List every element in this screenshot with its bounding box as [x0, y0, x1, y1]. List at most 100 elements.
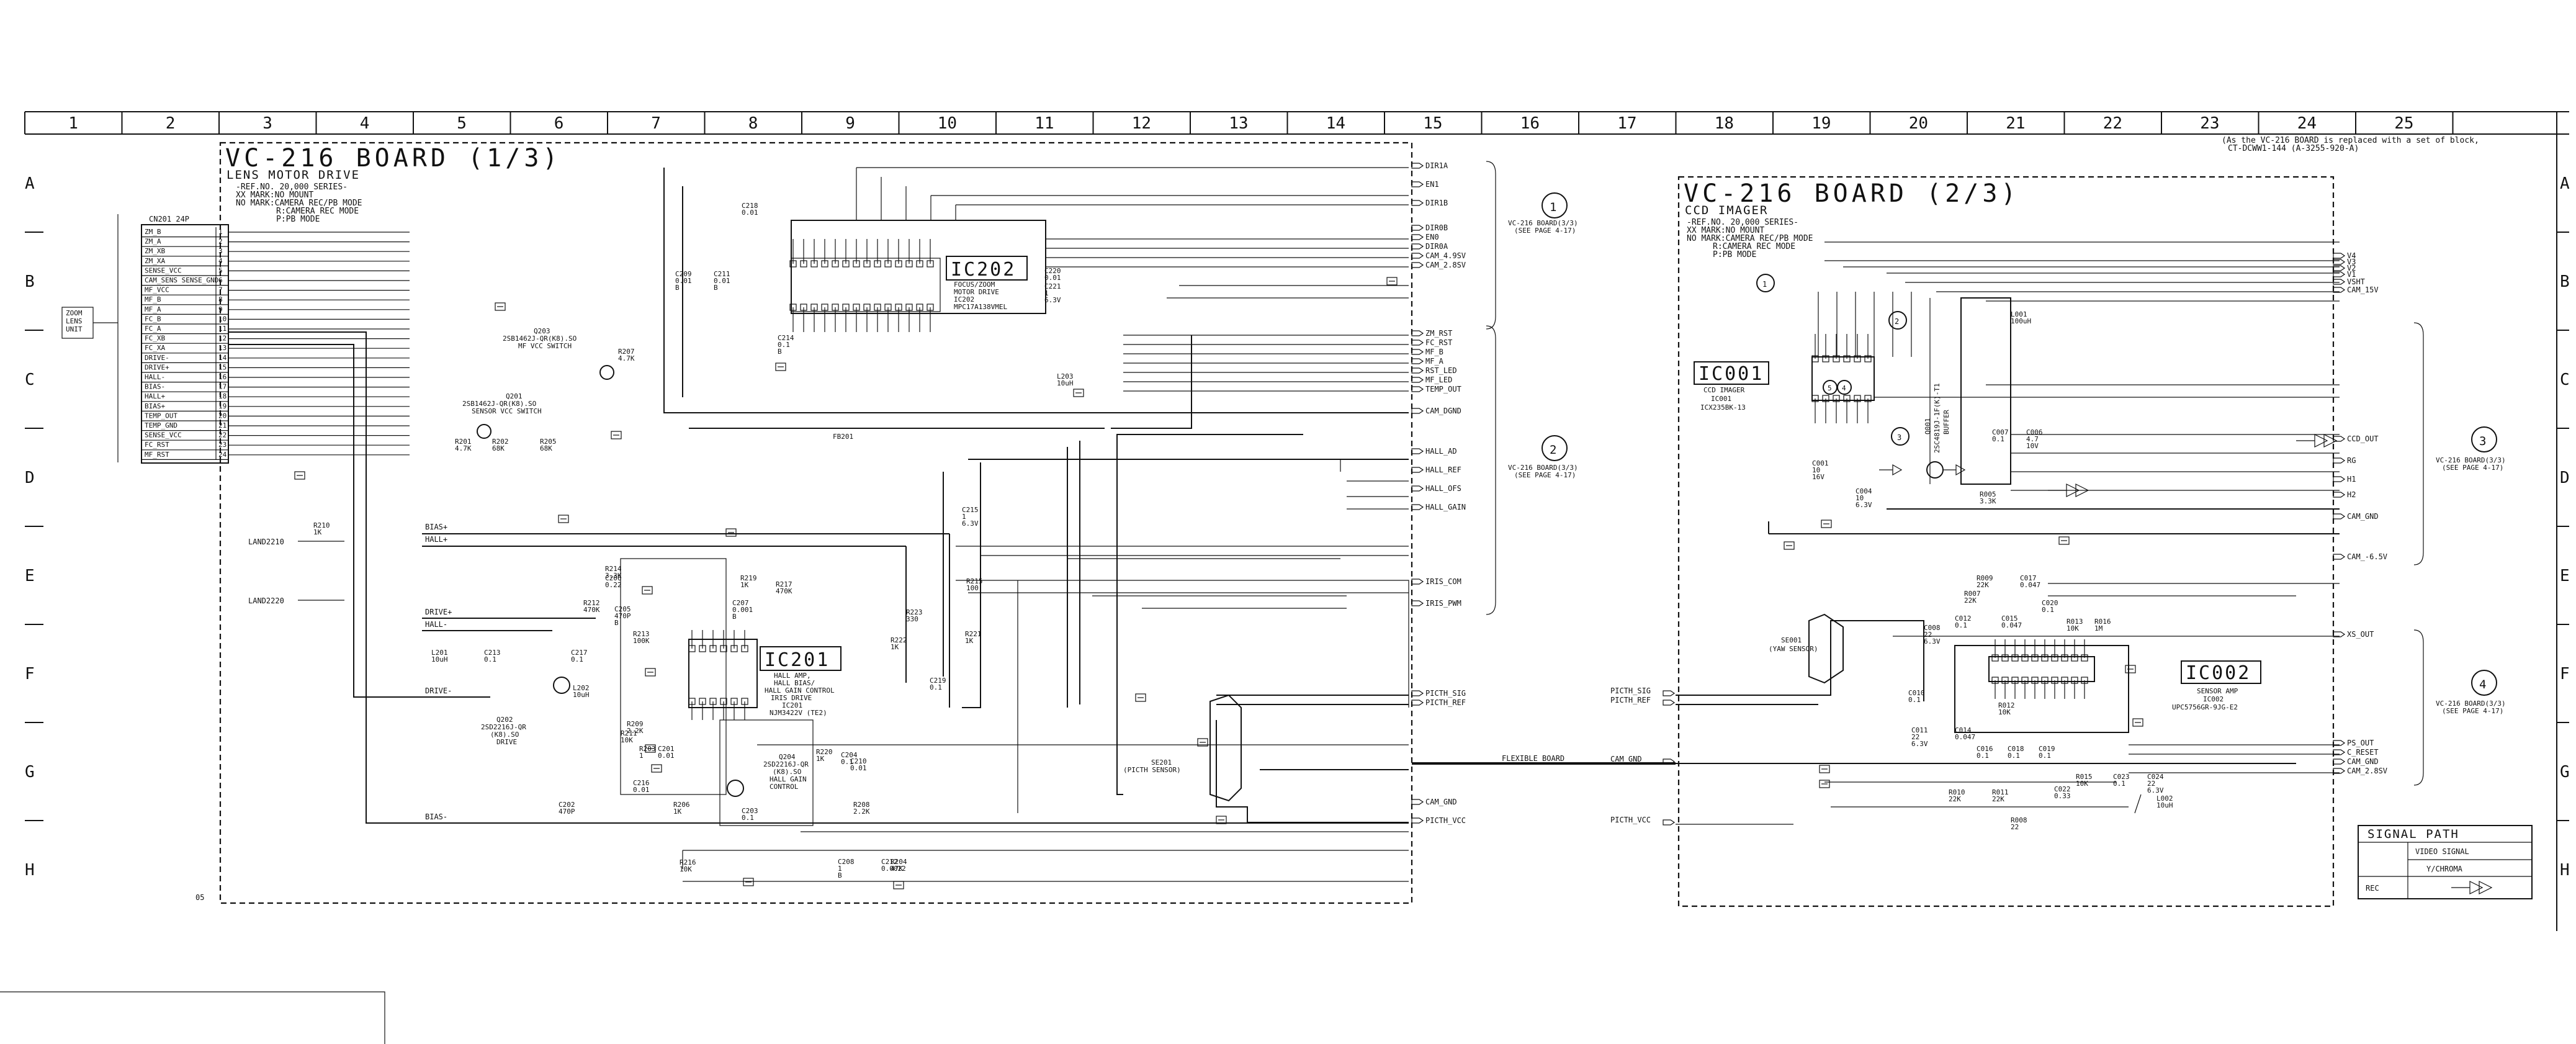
svg-text:2SD2216J-QR: 2SD2216J-QR: [763, 760, 809, 768]
boxed-marker: [1819, 780, 1830, 788]
ic002-label: IC002: [2186, 662, 2251, 684]
component-label: 68K: [540, 444, 552, 452]
cn201-pin-number: 13: [218, 344, 227, 352]
signal-arrows: [1879, 434, 2338, 497]
grid-column-label: 23: [2200, 114, 2219, 133]
component-label: C012: [1955, 614, 1972, 623]
ic001-block: IC001 CCD IMAGER IC001 ICX235BK-13: [1694, 297, 2011, 485]
cn201-pin-number: 17: [218, 383, 227, 391]
svg-text:5: 5: [1828, 384, 1832, 392]
cn201-pin-number: 18: [218, 392, 227, 400]
component-label: C020: [2042, 599, 2058, 607]
component-label: R217: [776, 580, 792, 588]
boxed-marker: [294, 471, 305, 480]
board1-components: C2180.01C2090.01BC2110.01BC2140.1BC2200.…: [313, 202, 1074, 880]
grid-row-label: E: [2560, 567, 2570, 585]
component-label: 0.1: [2008, 752, 2020, 760]
board1-output-label: CAM_DGND: [1425, 407, 1461, 415]
ic002-block: IC002 SENSOR AMP IC002 UPC5756GR-9JG-E2: [1954, 639, 2261, 733]
cn201-pin-label: TEMP_OUT: [145, 412, 177, 420]
board2-output-label: V4: [2347, 251, 2356, 260]
component-label: C209: [675, 270, 692, 278]
cn201-pin-number: 22: [218, 431, 227, 439]
component-label: R205: [540, 438, 557, 446]
signal-label: DRIVE+: [425, 608, 452, 616]
component-label: R206: [673, 801, 690, 809]
svg-text:(YAW SENSOR): (YAW SENSOR): [1769, 645, 1818, 653]
signal-path-subheader: Y/CHROMA: [2426, 865, 2463, 873]
grid-row-label: H: [2560, 861, 2570, 880]
board2-output-label: CAM_GND: [2347, 757, 2379, 766]
ic202-desc: IC202: [954, 295, 974, 304]
grid-row-label: F: [25, 665, 35, 683]
component-label: 3.3K: [605, 572, 622, 580]
svg-text:(SEE PAGE 4-17): (SEE PAGE 4-17): [1514, 227, 1576, 235]
ic202-desc: MPC17A138VMEL: [954, 303, 1007, 311]
svg-text:2: 2: [1895, 317, 1899, 326]
svg-text:Q204: Q204: [779, 753, 796, 761]
cn201-pin-label: ZM_B: [145, 228, 161, 236]
component-label: R212: [583, 599, 600, 607]
component-label: R201: [455, 438, 472, 446]
component-label: R213: [633, 630, 650, 638]
component-label: C010: [1908, 689, 1925, 697]
component-label: 470K: [583, 606, 600, 614]
component-label: 10: [1812, 466, 1820, 474]
component-label: 10uH: [573, 691, 590, 699]
component-label: L201: [431, 649, 448, 657]
component-label: L002: [2156, 794, 2173, 803]
component-label: C015: [2001, 614, 2018, 623]
board2-output-label: H1: [2347, 475, 2356, 484]
component-label: R012: [1998, 701, 2015, 709]
ic001-desc: ICX235BK-13: [1700, 403, 1746, 412]
component-label: C213: [484, 649, 501, 657]
ic002-desc: SENSOR AMP: [2197, 687, 2238, 695]
board2-note: -REF.NO. 20,000 SERIES-: [1687, 218, 1798, 227]
ic201-desc: NJM3422V (TE2): [770, 709, 827, 717]
cn201-pin-number: 8: [218, 295, 223, 304]
board1-output-label: RST_LED: [1425, 366, 1457, 375]
component-label: B: [714, 284, 718, 292]
boxed-marker: [775, 362, 786, 371]
component-label: C022: [2054, 785, 2071, 793]
board1-output-label: MF_LED: [1425, 376, 1452, 384]
ref-4: 4 VC-216 BOARD(3/3) (SEE PAGE 4-17): [2413, 629, 2506, 786]
cn201-pin-number: 10: [218, 315, 227, 323]
board2-output-label: CAM_-6.5V: [2347, 552, 2387, 561]
q201: Q201 2SB1462J-QR(K8).SO SENSOR VCC SWITC…: [462, 392, 542, 439]
boxed-marker: [1216, 816, 1227, 824]
component-label: C001: [1812, 459, 1829, 467]
svg-text:2SB1462J-QR(K8).SO: 2SB1462J-QR(K8).SO: [503, 335, 577, 343]
component-label: C004: [1856, 487, 1872, 495]
grid-column-label: 8: [748, 114, 758, 133]
ic201-desc: HALL BIAS/: [774, 679, 815, 687]
cn201-pin-label: MF_VCC: [145, 286, 169, 294]
component-label: C208: [838, 858, 855, 866]
wiring-board2: [1676, 241, 2340, 825]
boxed-marker: [645, 744, 656, 753]
svg-text:(SEE PAGE 4-17): (SEE PAGE 4-17): [1514, 471, 1576, 479]
ic201-desc: IC201: [782, 701, 802, 709]
board1-note: XX MARK:NO MOUNT: [236, 191, 313, 200]
board1-output-label: DIR0B: [1425, 223, 1448, 232]
svg-text:BUFFER: BUFFER: [1942, 410, 1950, 434]
board2-input-label: PICTH_VCC: [1610, 816, 1651, 824]
cn201-pin-label: DRIVE-: [145, 354, 169, 362]
page-number: 05: [195, 893, 204, 902]
component-label: C011: [1911, 726, 1928, 734]
board1-note: P:PB MODE: [276, 215, 320, 224]
cn201-pin-number: 2: [218, 238, 223, 246]
grid-row-label: B: [25, 272, 35, 291]
grid-column-label: 15: [1423, 114, 1442, 133]
svg-text:DRIVE: DRIVE: [496, 738, 517, 746]
component-label: C212: [881, 858, 898, 866]
svg-text:VC-216 BOARD(3/3): VC-216 BOARD(3/3): [1508, 219, 1578, 227]
component-label: 6.3V: [2147, 786, 2164, 794]
svg-text:Q201: Q201: [506, 392, 523, 400]
cn201-pin-label: BIAS+: [145, 402, 165, 410]
component-label: C008: [1924, 624, 1941, 632]
land-label: LAND2220: [248, 596, 284, 605]
svg-text:(K8).SO: (K8).SO: [773, 768, 801, 776]
boxed-marker: [743, 878, 754, 886]
